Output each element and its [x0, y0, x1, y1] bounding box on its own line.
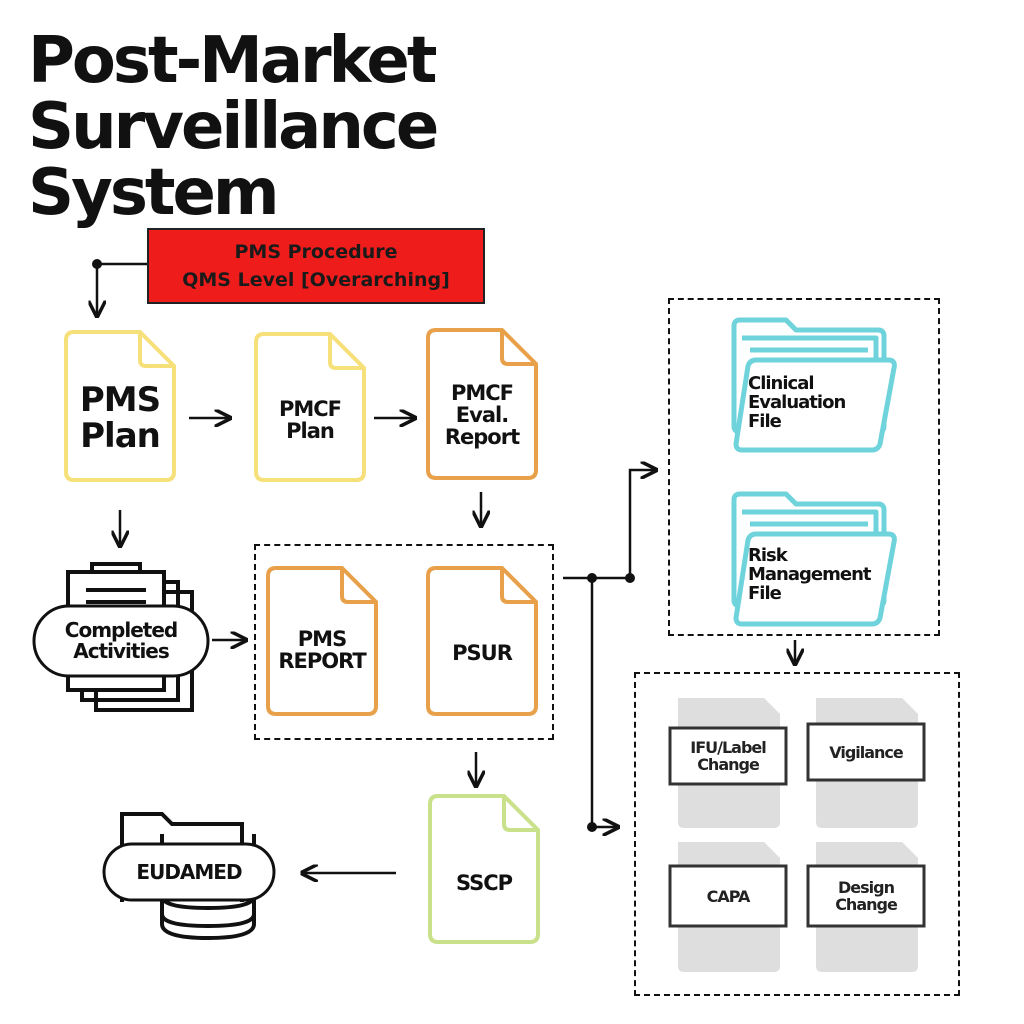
connector-reports-to-files [563, 470, 656, 580]
document-icon [64, 330, 176, 482]
junction-dot [587, 573, 597, 583]
action-label: Design Change [835, 878, 898, 914]
eudamed-label: EUDAMED [136, 860, 242, 884]
pms-plan-document: PMS Plan [64, 330, 176, 482]
pmcf-plan-document: PMCF Plan [254, 332, 366, 482]
junction-dot [625, 573, 635, 583]
risk-management-file-folder: Risk Management File [728, 490, 898, 630]
procedure-line: QMS Level [Overarching] [182, 269, 450, 291]
junction-dot [587, 822, 597, 832]
document-icon [426, 566, 538, 716]
title-line: Surveillance [28, 90, 439, 164]
files-group [668, 298, 940, 636]
doc-label-line: Plan [286, 419, 335, 443]
connector-reports-to-actions [590, 578, 618, 827]
folder-label-line: Risk [748, 545, 788, 566]
doc-label-line: PMS [79, 380, 161, 420]
ifu-label-change-card: IFU/Label Change [668, 696, 788, 830]
title-line: System [28, 156, 280, 230]
database-folder-icon [102, 812, 276, 941]
doc-label-line: SSCP [455, 871, 513, 895]
folder-icon [731, 491, 897, 627]
doc-label-line: Eval. [455, 403, 509, 427]
psur-document: PSUR [426, 566, 538, 716]
doc-label-line: PMS [297, 627, 347, 651]
document-icon [428, 794, 540, 944]
doc-label-line: PMCF [278, 397, 342, 421]
capa-card: CAPA [668, 840, 788, 974]
action-card-icon [668, 698, 788, 828]
folder-label-line: File [748, 583, 782, 604]
folder-icon [731, 317, 897, 453]
doc-label-line: PMCF [450, 381, 514, 405]
doc-label-line: Report [444, 425, 520, 449]
folder-label-line: Clinical [748, 373, 815, 394]
action-label: Vigilance [829, 742, 904, 762]
doc-label-line: Plan [80, 416, 161, 456]
document-icon [266, 566, 378, 716]
clipboard-stack-icon [32, 562, 210, 712]
connector-procedure-to-pms-plan [97, 262, 147, 316]
document-icon [426, 328, 538, 480]
pill-label-line: Activities [73, 639, 170, 663]
pill-label-line: Completed [64, 618, 178, 642]
folder-label-line: Management [748, 564, 871, 585]
doc-label-line: PSUR [452, 641, 513, 665]
pms-report-document: PMS REPORT [266, 566, 378, 716]
eudamed-database: EUDAMED [102, 804, 278, 944]
completed-activities: Completed Activities [30, 562, 212, 718]
folder-label-line: Evaluation [748, 392, 846, 413]
action-label: CAPA [706, 886, 751, 906]
sscp-document: SSCP [428, 794, 540, 944]
page-title: Post-Market Surveillance System [28, 24, 439, 230]
actions-group [634, 672, 960, 996]
clinical-evaluation-file-folder: Clinical Evaluation File [728, 316, 898, 456]
pms-procedure-banner: PMS Procedure QMS Level [Overarching] [147, 228, 485, 304]
pmcf-eval-report-document: PMCF Eval. Report [426, 328, 538, 480]
doc-label-line: REPORT [278, 649, 366, 673]
vigilance-card: Vigilance [806, 696, 926, 830]
design-change-card: Design Change [806, 840, 926, 974]
action-card-icon [668, 842, 788, 972]
action-card-icon [806, 698, 926, 828]
folder-label-line: File [748, 411, 782, 432]
action-label: IFU/Label Change [690, 738, 767, 774]
junction-dot [92, 259, 102, 269]
action-card-icon [806, 842, 926, 972]
reports-group [254, 544, 554, 740]
procedure-line: PMS Procedure [234, 241, 398, 263]
title-line: Post-Market [28, 24, 437, 98]
document-icon [254, 332, 366, 482]
